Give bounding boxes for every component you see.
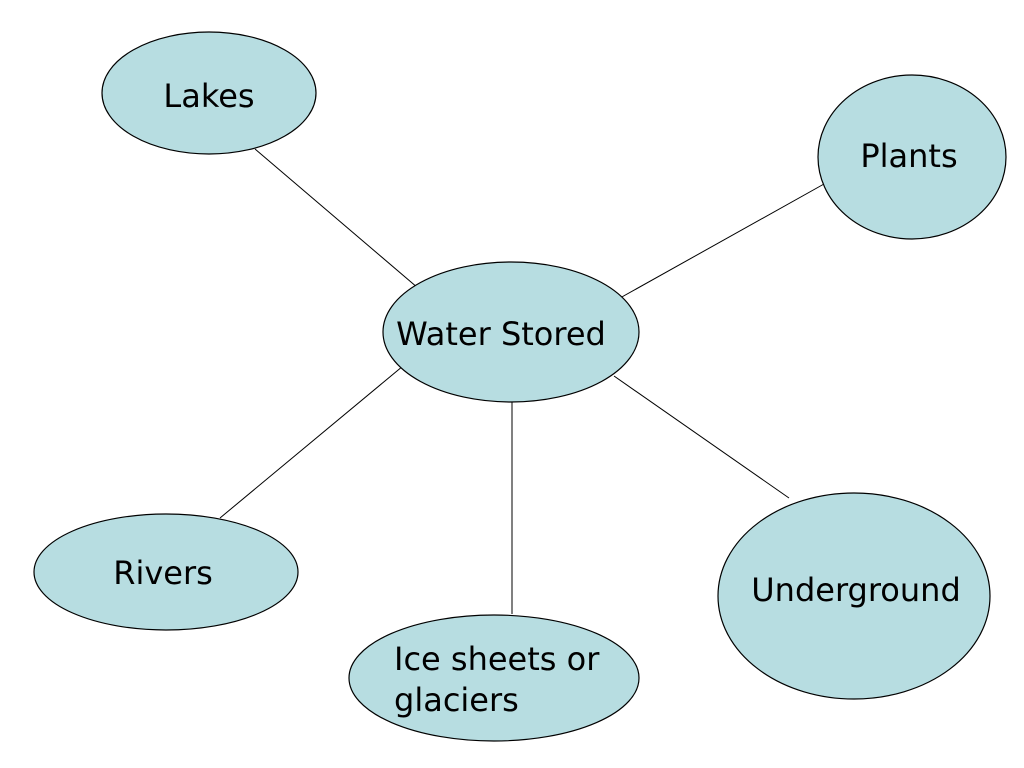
connector-rivers [219, 365, 404, 519]
center-node-shape [382, 261, 640, 403]
node-ice-sheets-shape [348, 614, 640, 742]
node-ice-sheets-label-line1: Ice sheets or [394, 640, 600, 678]
node-underground-label: Underground [751, 571, 961, 609]
connector-underground [613, 375, 790, 499]
node-plants-label: Plants [860, 137, 957, 175]
node-lakes-label: Lakes [163, 77, 254, 115]
connector-plants [619, 183, 825, 299]
node-lakes-shape [101, 31, 317, 155]
node-rivers-label: Rivers [113, 554, 213, 592]
node-underground-shape [717, 492, 991, 700]
node-plants-shape [817, 74, 1007, 240]
node-rivers: Rivers [33, 513, 299, 631]
node-ice-sheets: Ice sheets or glaciers [348, 614, 640, 742]
node-underground: Underground [717, 492, 991, 700]
center-node-label: Water Stored [396, 315, 606, 353]
node-ice-sheets-label-line2: glaciers [394, 681, 519, 719]
connector-lakes [254, 148, 419, 289]
node-rivers-shape [33, 513, 299, 631]
center-node-water-stored: Water Stored [382, 261, 640, 403]
node-plants: Plants [817, 74, 1007, 240]
node-lakes: Lakes [101, 31, 317, 155]
